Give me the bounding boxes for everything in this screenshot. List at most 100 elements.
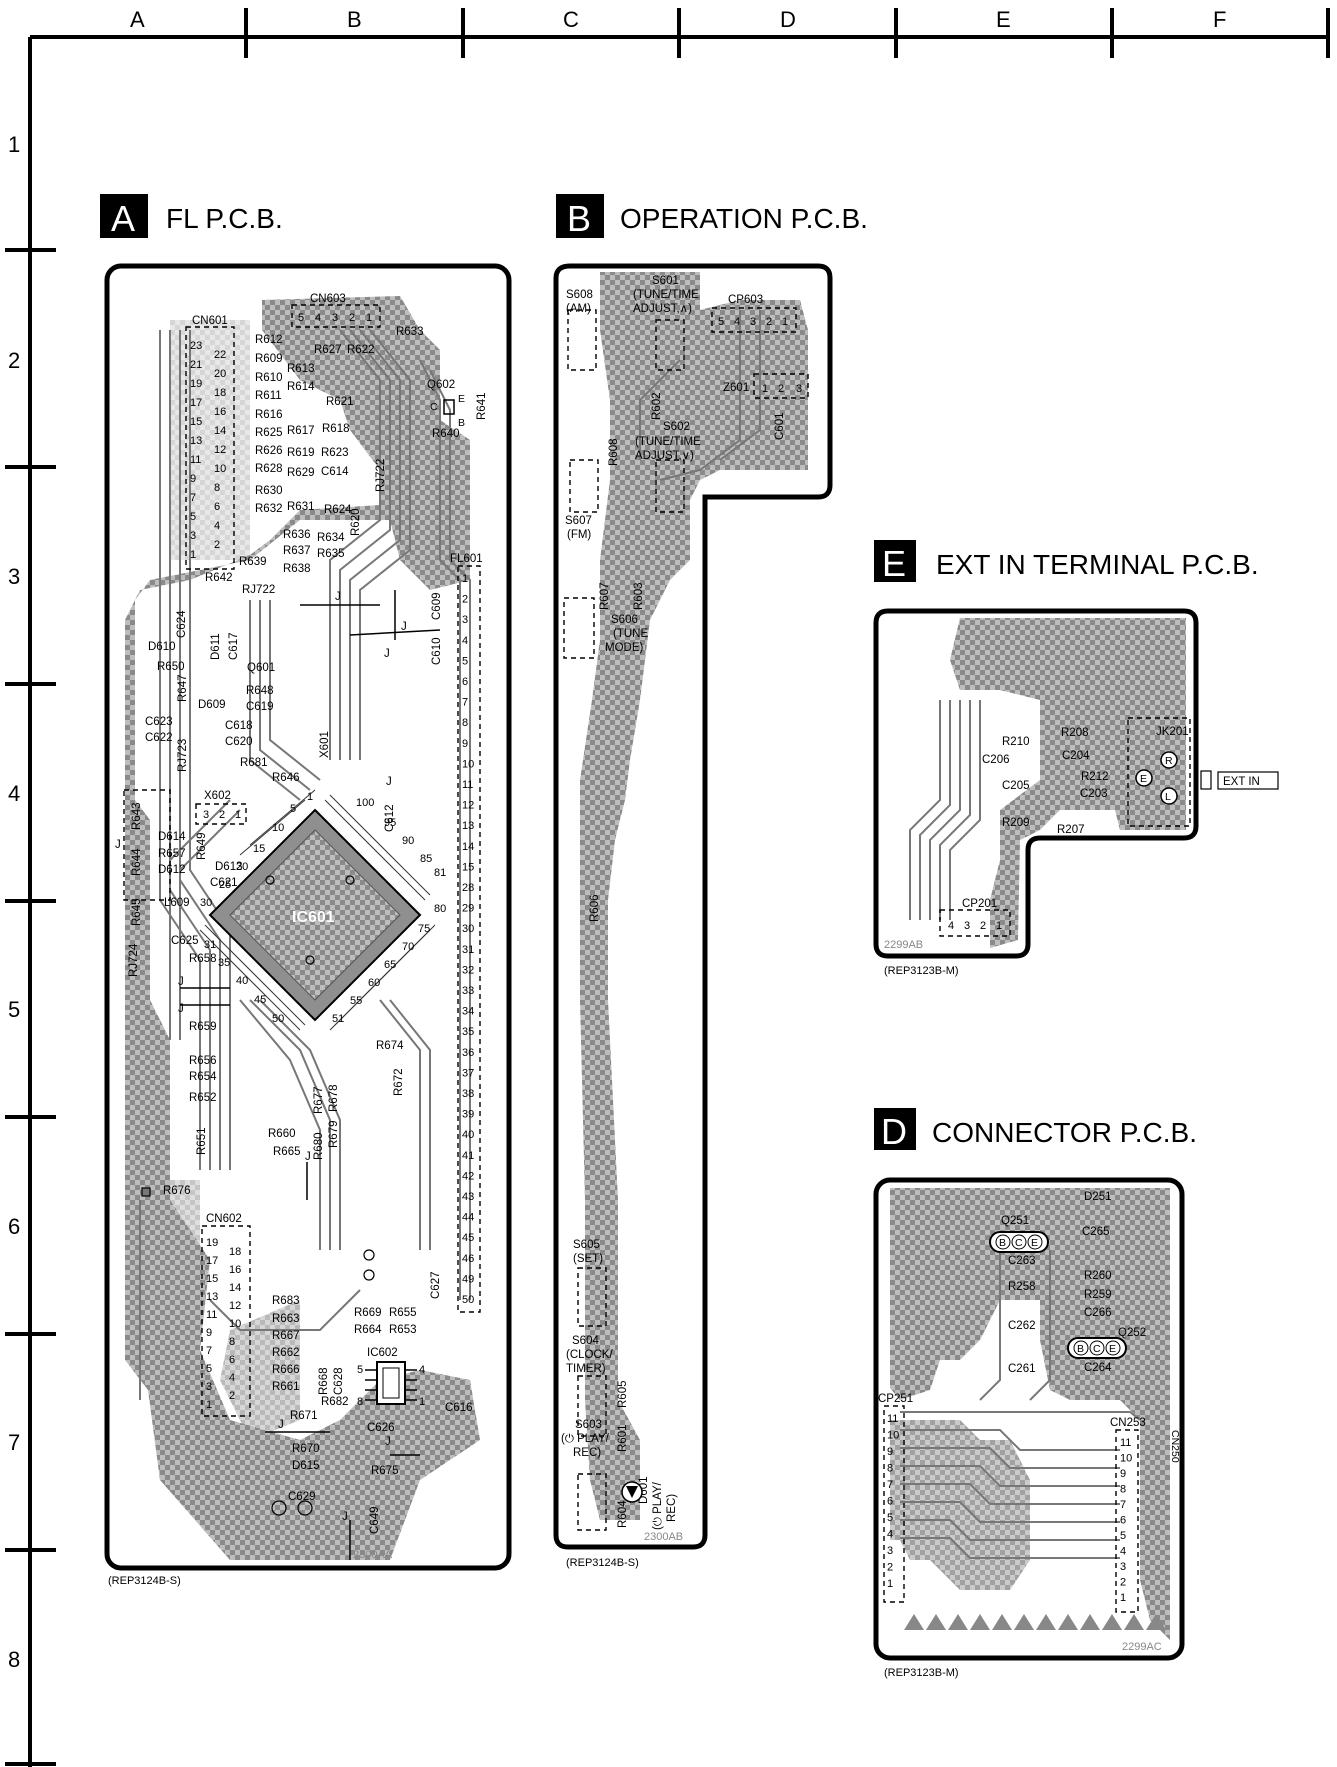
cn601-pin: 8 (214, 482, 220, 494)
d615-label: D615 (292, 1460, 320, 1472)
cp251-pin: 1 (887, 1578, 893, 1590)
jumper-j: J (115, 839, 121, 851)
ic602-pin-4: 4 (419, 1364, 425, 1376)
d609-label: D609 (198, 699, 226, 711)
r630-label: R630 (255, 485, 283, 497)
r618-label: R618 (322, 423, 350, 435)
board-b-part-code: (REP3124B-S) (566, 1557, 639, 1569)
q251-pin-b: B (999, 1237, 1006, 1249)
fl601-pin: 42 (462, 1170, 474, 1182)
r613-label: R613 (287, 363, 315, 375)
r638-label: R638 (283, 563, 311, 575)
cn603-pin: 4 (315, 312, 321, 324)
board-e-title: E EXT IN TERMINAL P.C.B. (874, 540, 1259, 584)
c624-label: C624 (176, 610, 188, 638)
ic601-pin-31: 31 (204, 939, 216, 951)
r636-label: R636 (283, 529, 311, 541)
jack-e-mark: E (1140, 773, 1147, 785)
fl601-pin: 37 (462, 1067, 474, 1079)
s606-function-2: MODE) (605, 642, 644, 654)
r259-label: R259 (1084, 1289, 1112, 1301)
r650-label: R650 (157, 661, 185, 673)
fl601-pin: 10 (462, 758, 474, 770)
grid-row-2: 2 (8, 348, 20, 373)
r609-label: R609 (255, 353, 283, 365)
ic601-label: IC601 (292, 909, 335, 926)
q602-e: E (458, 393, 465, 405)
r672-label: R672 (393, 1069, 405, 1097)
d601-function-2: REC) (666, 1494, 678, 1522)
c627-label: C627 (430, 1272, 442, 1300)
cp251-label: CP251 (878, 1393, 913, 1405)
c263-label: C263 (1008, 1255, 1036, 1267)
fl601-pin: 46 (462, 1253, 474, 1265)
r641-label: R641 (476, 393, 488, 421)
r658-label: R658 (189, 953, 217, 965)
r647-label: R647 (177, 675, 189, 703)
fl601-pin: 36 (462, 1047, 474, 1059)
cn253-pin: 1 (1120, 1592, 1126, 1604)
cp201-pin: 3 (964, 920, 970, 932)
grid-column-labels: A B C D E F (130, 7, 1226, 32)
cn601-label: CN601 (192, 315, 228, 327)
cn601-pin: 17 (190, 397, 202, 409)
q251-bce-pinout: B C E (989, 1231, 1049, 1253)
c261-label: C261 (1008, 1363, 1036, 1375)
cp201-pin: 4 (948, 920, 954, 932)
s601-function-1: (TUNE/TIME (633, 289, 699, 301)
r612-label: R612 (255, 334, 283, 346)
s604-label: S604 (572, 1335, 599, 1347)
r665-label: R665 (273, 1146, 301, 1158)
r617-label: R617 (287, 425, 315, 437)
fl601-pin: 14 (462, 841, 474, 853)
cn601-pin: 14 (214, 425, 226, 437)
cn601-pin: 1 (190, 549, 196, 561)
board-d-labels: D251 Q251 C265 C263 R258 R260 R259 C266 … (878, 1191, 1181, 1653)
jumper-j: J (335, 591, 341, 603)
x601-label: X601 (319, 731, 331, 758)
q251-pin-c: C (1015, 1237, 1023, 1249)
cp603-pin: 4 (734, 316, 740, 328)
r640-label: R640 (432, 428, 460, 440)
q252-pin-c: C (1093, 1343, 1101, 1355)
r629-label: R629 (287, 467, 315, 479)
r610-label: R610 (255, 372, 283, 384)
c623-label: C623 (145, 716, 173, 728)
s606-function-1: (TUNE (613, 628, 648, 640)
r607-label: R607 (599, 583, 611, 611)
r653-label: R653 (389, 1324, 417, 1336)
cn253-pin: 3 (1120, 1561, 1126, 1573)
ic601-pin-75: 75 (418, 923, 430, 935)
c616-label: C616 (445, 1402, 473, 1414)
board-b-labels: S608 (AM) S601 (TUNE/TIME ADJUST,∧) CP60… (561, 275, 802, 1543)
r652-label: R652 (189, 1092, 217, 1104)
r669-label: R669 (354, 1307, 382, 1319)
board-b-letter-box (556, 194, 604, 238)
r664-label: R664 (354, 1324, 382, 1336)
s603-function-1: (⏻ PLAY/ (561, 1432, 610, 1445)
ic602-chip: IC602 5 4 8 1 (357, 1347, 425, 1408)
s607-label: S607 (565, 515, 592, 527)
cn253-pin: 6 (1120, 1515, 1126, 1527)
cn602-pin: 6 (229, 1354, 235, 1366)
q602-c: C (430, 401, 438, 413)
c617-label: C617 (228, 633, 240, 661)
board-d-stamp: 2299AC (1122, 1641, 1162, 1653)
cn602-pin: 10 (229, 1318, 241, 1330)
r210-label: R210 (1002, 736, 1030, 748)
ic602-label: IC602 (367, 1347, 398, 1359)
r645-label: R645 (131, 899, 143, 927)
cn602-pin: 19 (206, 1237, 218, 1249)
r626-label: R626 (255, 445, 283, 457)
r606-label: R606 (589, 895, 601, 923)
c618-label: C618 (225, 720, 253, 732)
cn602-pin: 7 (206, 1345, 212, 1357)
cp201-pin: 1 (996, 920, 1002, 932)
fl601-pin: 7 (462, 697, 468, 709)
jk201-jack-terminals: R E L (1135, 751, 1178, 805)
grid-frame (5, 8, 1330, 1767)
fl601-pin: 5 (462, 655, 468, 667)
